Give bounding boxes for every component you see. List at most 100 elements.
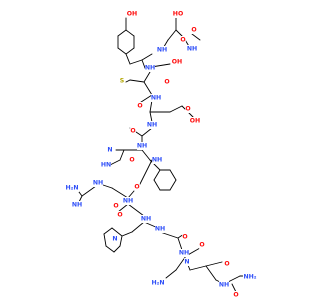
atom-label-nh-trp: NH [141,215,151,223]
atom-label-text: O [180,37,185,44]
bond-43 [153,169,161,181]
atom-label-background [141,215,151,223]
atom-label-text: O [130,128,135,135]
atom-label-text: N [107,147,112,154]
atom-label-background [64,184,80,192]
atom-label-background [113,202,119,210]
bond-52 [127,203,145,217]
atom-label-text: O [134,184,139,191]
atom-label-background [130,127,136,135]
atom-label-text: NH [141,216,151,223]
atom-label-text: OH [190,118,200,125]
bond-46 [111,187,129,199]
atom-label-o-tyr-co: O [180,36,186,44]
bond-29 [141,127,153,137]
atom-label-o-met-co: O [137,102,143,110]
atom-label-nh-his: NH [137,142,147,150]
atom-label-text: NH [151,95,161,102]
atom-label-o-arg-co: O [113,202,119,210]
atom-label-background [224,260,230,268]
atom-label-o-glu-side: O [185,105,191,113]
atom-label-background [151,94,161,102]
bond-75 [231,283,237,293]
atom-label-o-terminal: O [233,291,239,299]
atom-label-o-glu-co: O [130,127,136,135]
atom-label-text: NH [187,46,197,53]
atom-label-background [147,121,157,129]
bond-20 [129,79,145,83]
bond-57 [103,233,107,247]
atom-label-text: O [117,212,122,219]
atom-label-background [182,233,188,241]
bond-10 [141,53,153,61]
bond-60 [119,235,123,247]
atom-label-o-pro-co: O [224,260,230,268]
atom-label-nh-trp-indole: N [112,235,118,243]
atom-label-nh-tyr: NH [157,46,167,54]
bond-26 [169,105,183,113]
bond-54 [121,231,133,237]
atom-label-background [137,102,143,110]
bond-64 [177,237,183,251]
atom-label-background [137,142,147,150]
atom-label-background [134,183,140,191]
bond-69 [189,265,207,271]
atom-label-background [123,197,133,205]
bond-21 [125,79,131,83]
bond-71 [205,265,217,281]
atom-label-background [199,241,205,249]
atom-label-background [190,117,200,125]
bond-28 [149,111,153,123]
atom-label-background [185,105,191,113]
bond-19 [143,71,151,83]
bond-17 [141,59,146,69]
atom-label-text: O [129,157,134,164]
atom-label-background [145,64,155,72]
atom-label-text: O [185,106,190,113]
atom-label-background [191,26,197,34]
atom-label-nh2-terminal: NH₂ [242,273,258,281]
bond-4 [117,47,127,55]
atom-label-background [173,10,183,18]
atom-label-text: NH [137,143,147,150]
atom-label-text: O [224,261,229,268]
atom-label-text: O [113,203,118,210]
atom-label-o-his-co: O [129,156,135,164]
bond-34 [119,149,125,161]
atom-label-background [164,78,170,86]
atom-label-o-gly-co: O [182,233,188,241]
atom-label-text: HO [173,11,183,18]
atom-label-o-acetyl: O [191,26,197,34]
atom-label-n-pro: N [184,258,190,266]
atom-label-oh-ser-side: HO [173,10,183,18]
atom-label-background [129,156,135,164]
atom-label-background [242,273,258,281]
atom-label-nh-acetyl: NH [187,45,197,53]
bond-53 [131,221,145,233]
atom-label-text: NH [155,226,165,233]
atom-label-o-ser2-co: O [164,78,170,86]
atom-label-o-trp-co: O [117,211,123,219]
bond-44 [139,159,153,185]
atom-label-oh-tyr: OH [127,10,137,18]
bond-36 [141,149,151,161]
atom-label-background [155,225,165,233]
atom-label-text: H₂N [151,280,164,287]
atom-label-text: N [112,236,117,243]
atom-label-text: NH [123,198,133,205]
atom-label-text: NH [147,122,157,129]
atom-label-background [233,291,239,299]
atom-label-nh-phe: NH [152,156,162,164]
bond-40 [169,179,177,191]
atom-label-nh-gly: NH [155,225,165,233]
atom-label-text: O [199,242,204,249]
bond-48 [81,185,97,197]
atom-label-text: O [164,79,169,86]
atom-label-background [119,77,125,85]
atom-label-nh-arg-guan: NH [72,201,82,209]
atom-label-n-his1: N [107,146,113,154]
atom-label-background [93,179,103,187]
bond-59 [113,245,121,253]
